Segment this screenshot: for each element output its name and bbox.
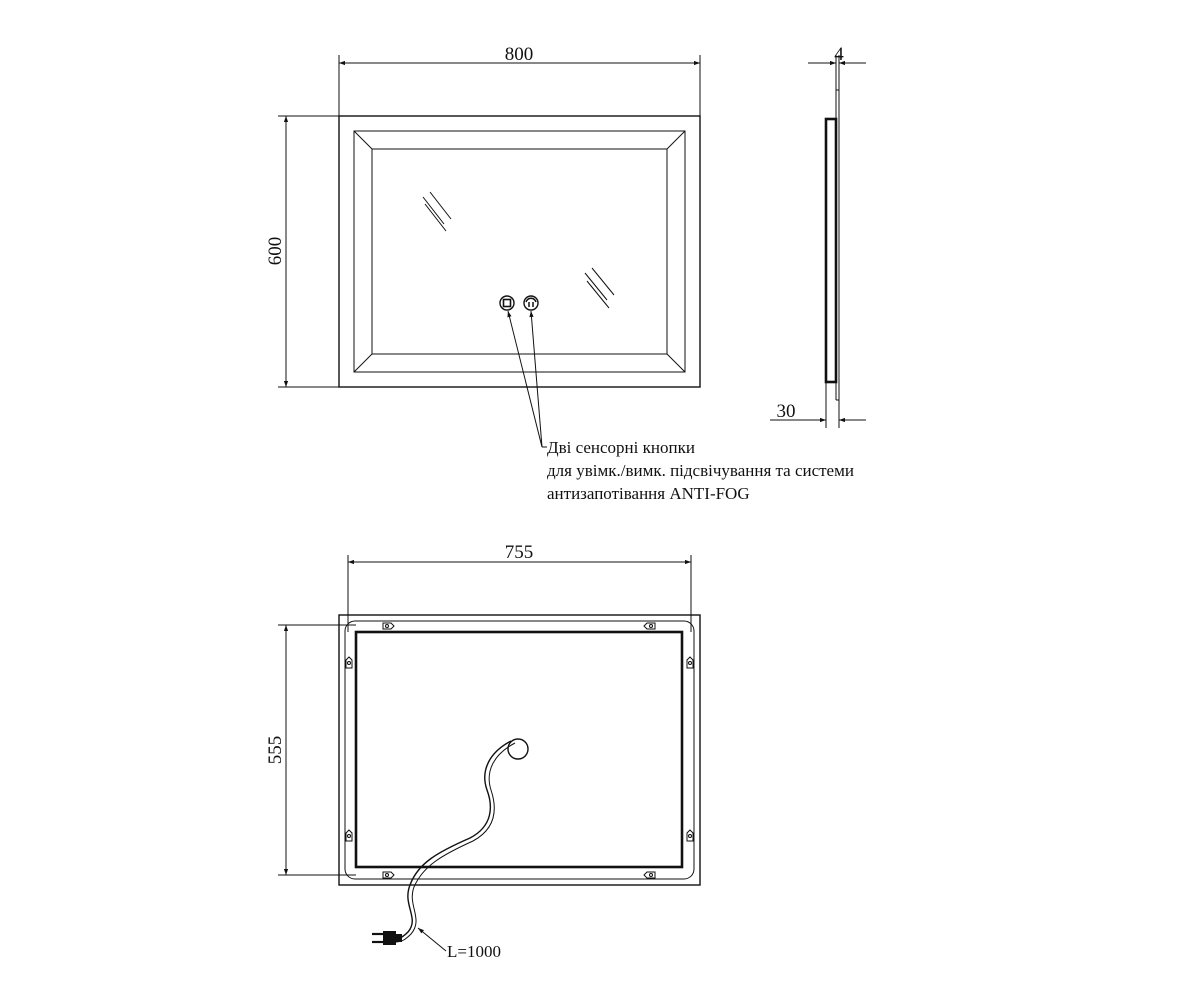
dimension-height-600: 600 (265, 115, 339, 388)
plug-icon (372, 931, 402, 945)
anti-fog-icon (523, 295, 539, 311)
dimension-width-800: 800 (338, 44, 701, 116)
back-panel (354, 630, 684, 869)
annotation-line-3: антизапотівання ANTI-FOG (547, 484, 750, 503)
back-height-label: 555 (265, 736, 286, 765)
bracket-icon (382, 622, 395, 630)
bracket-icon (382, 871, 395, 879)
bracket-icon (643, 871, 656, 879)
back-view: L=1000 755 555 (265, 542, 701, 961)
cable-exit (507, 738, 529, 760)
reflection-marks (422, 191, 615, 309)
cable-leader: L=1000 (417, 927, 501, 961)
mirror-outline (338, 115, 701, 388)
back-outline (338, 614, 701, 886)
front-view: 800 600 (265, 44, 701, 448)
mounting-brackets (345, 622, 694, 879)
mirror-bevel-outer (353, 130, 686, 373)
annotation-line-1: Дві сенсорні кнопки (547, 438, 695, 457)
bracket-icon (686, 829, 694, 842)
side-depth-label: 30 (777, 401, 796, 422)
bracket-icon (686, 656, 694, 669)
dimension-width-755: 755 (347, 542, 692, 632)
front-width-label: 800 (505, 44, 534, 65)
bracket-icon (643, 622, 656, 630)
button-leader (507, 310, 547, 448)
side-frame (824, 117, 838, 384)
front-height-label: 600 (265, 237, 286, 266)
bevel-corners (353, 130, 686, 373)
mirror-glass (371, 148, 668, 355)
dimension-depth-30: 30 (770, 401, 866, 423)
side-view: 4 30 (770, 44, 866, 428)
back-width-label: 755 (505, 542, 534, 563)
power-icon (499, 295, 515, 311)
bracket-icon (345, 829, 353, 842)
back-inner-outline (344, 620, 695, 880)
dimension-height-555: 555 (265, 624, 356, 876)
button-annotation: Дві сенсорні кнопки для увімк./вимк. під… (547, 438, 854, 503)
cable-length-label: L=1000 (447, 942, 501, 961)
bracket-icon (345, 656, 353, 669)
power-cable (395, 740, 512, 940)
dimension-thickness-4: 4 (808, 44, 866, 90)
annotation-line-2: для увімк./вимк. підсвічування та систем… (547, 461, 854, 480)
side-thickness-label: 4 (834, 44, 844, 65)
